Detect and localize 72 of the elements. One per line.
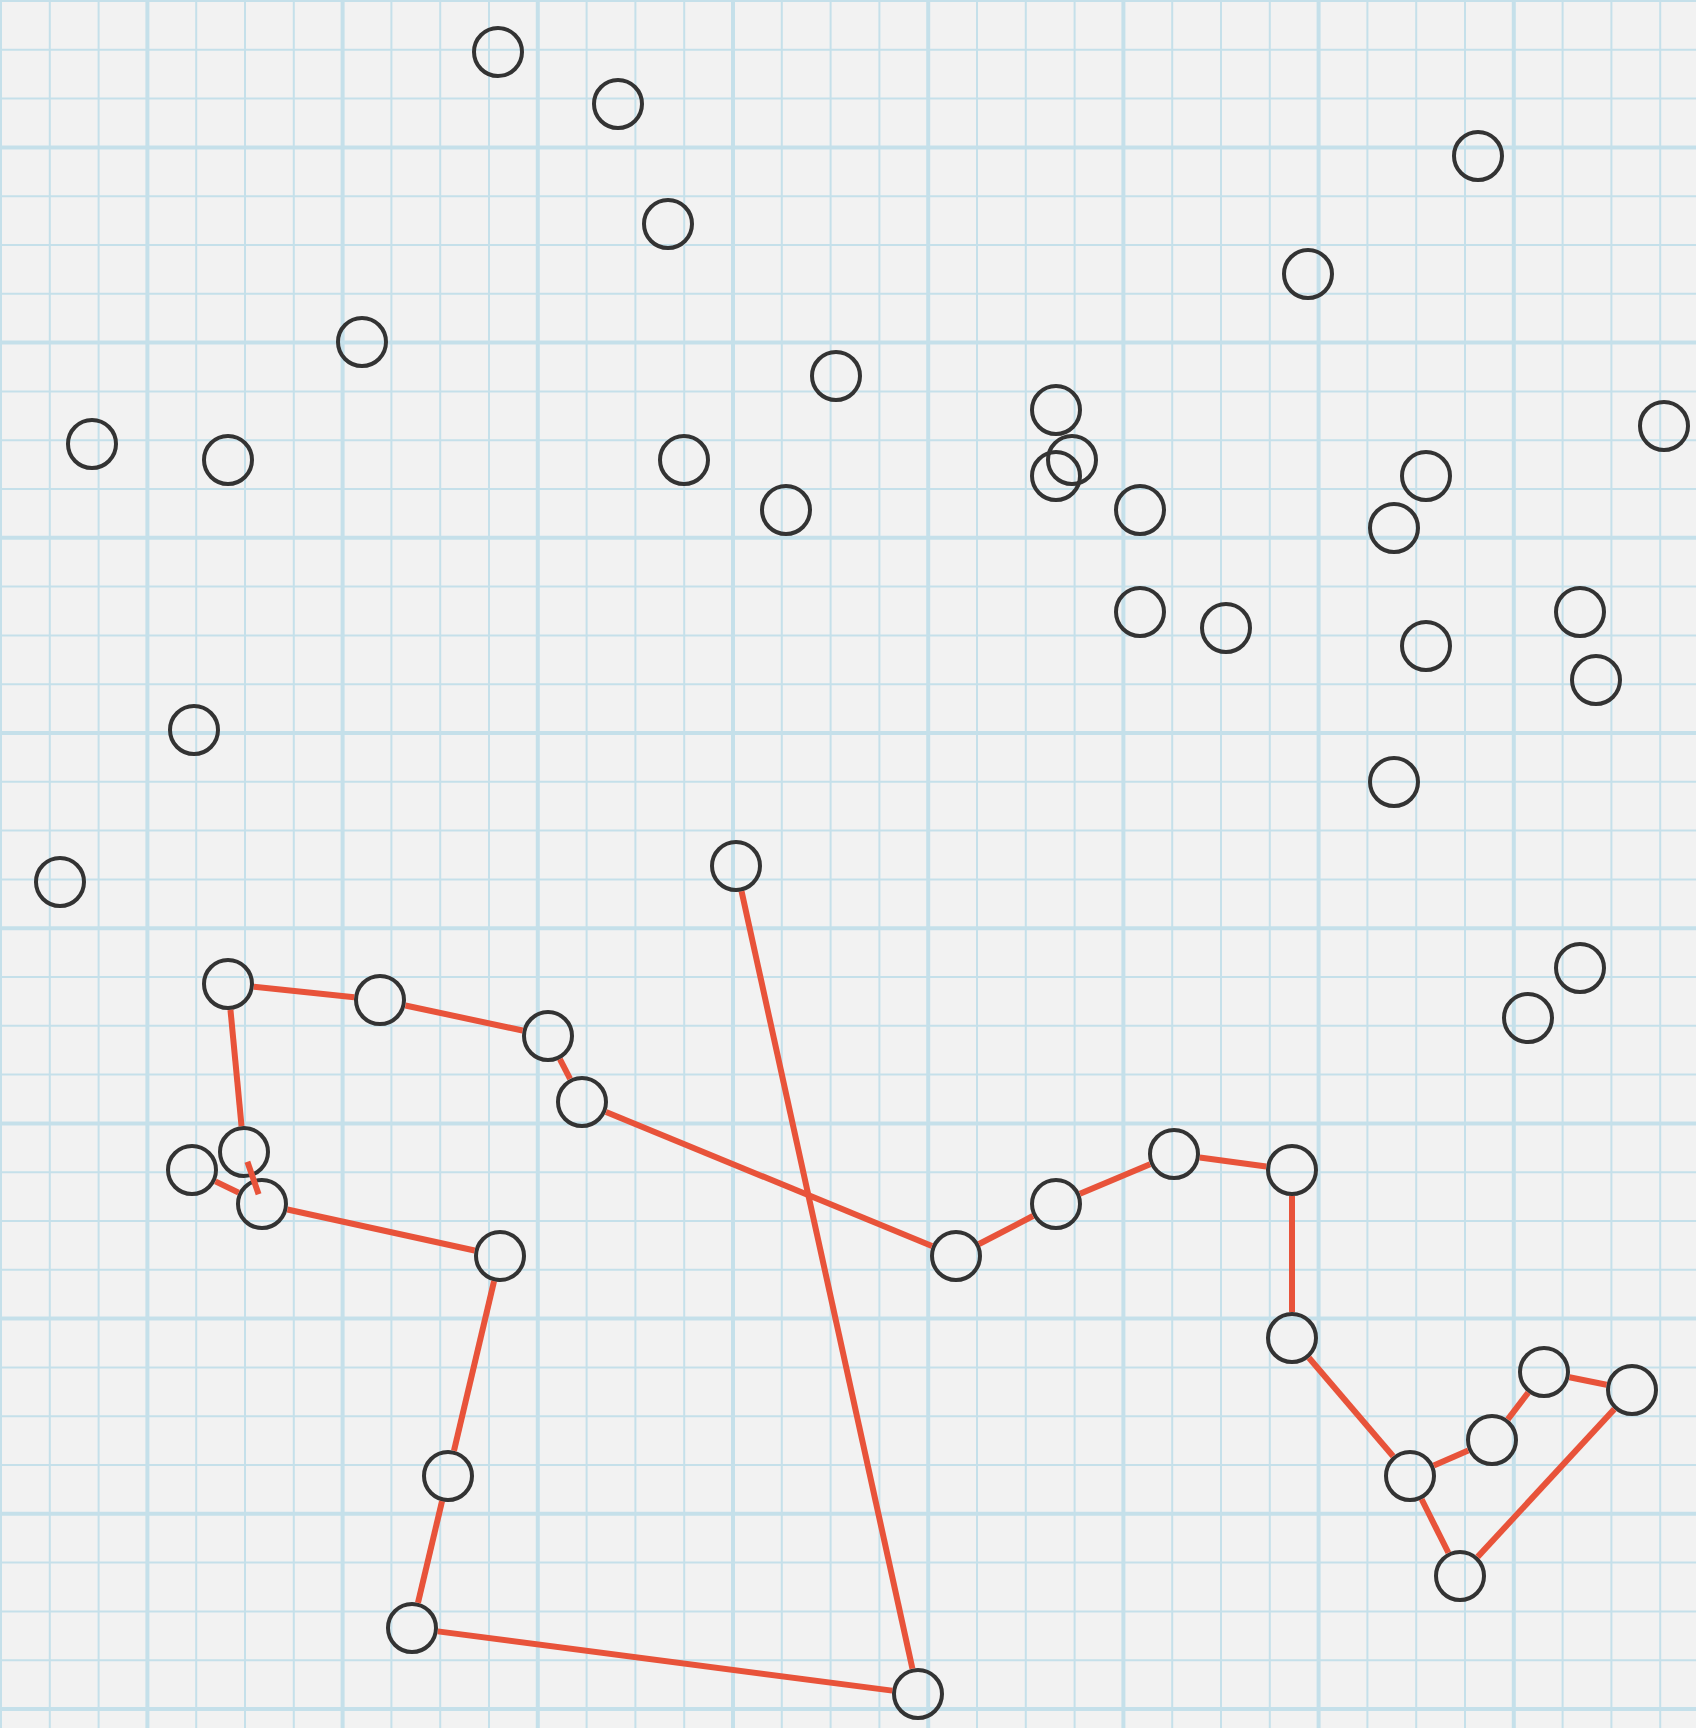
circle-node bbox=[930, 1230, 982, 1282]
circle-node bbox=[1554, 586, 1606, 638]
circle-node bbox=[1606, 1364, 1658, 1416]
circle-node bbox=[472, 26, 524, 78]
circle-node bbox=[354, 974, 406, 1026]
circle-node bbox=[202, 434, 254, 486]
circle-node bbox=[386, 1602, 438, 1654]
circle-node bbox=[1030, 450, 1082, 502]
circle-node bbox=[1114, 484, 1166, 536]
connector-line bbox=[977, 1213, 1035, 1247]
circle-node bbox=[34, 856, 86, 908]
circle-node bbox=[1400, 450, 1452, 502]
circle-node bbox=[66, 418, 118, 470]
circle-node bbox=[1434, 1550, 1486, 1602]
circle-node bbox=[1266, 1312, 1318, 1364]
circle-node bbox=[1452, 130, 1504, 182]
circle-node bbox=[202, 958, 254, 1010]
connector-line bbox=[1306, 1355, 1396, 1459]
circle-node bbox=[1554, 942, 1606, 994]
circle-node bbox=[1368, 756, 1420, 808]
connector-line bbox=[451, 1280, 497, 1452]
connector-line bbox=[415, 1500, 445, 1604]
connector-line bbox=[1505, 1390, 1531, 1422]
circle-node bbox=[556, 1076, 608, 1128]
connector-line bbox=[286, 1206, 476, 1254]
connector-line bbox=[214, 1178, 240, 1196]
circle-node bbox=[1400, 620, 1452, 672]
connector-line bbox=[1432, 1447, 1470, 1469]
circle-node bbox=[1148, 1128, 1200, 1180]
circle-node bbox=[1502, 992, 1554, 1044]
circle-node bbox=[1518, 1346, 1570, 1398]
connector-line bbox=[404, 1002, 524, 1034]
circle-node bbox=[1200, 602, 1252, 654]
connector-line bbox=[1078, 1161, 1152, 1197]
circle-node bbox=[1030, 1178, 1082, 1230]
circle-node bbox=[760, 484, 812, 536]
connector-line bbox=[1289, 1196, 1295, 1312]
circle-node bbox=[1384, 1450, 1436, 1502]
circle-node bbox=[236, 1178, 288, 1230]
connector-line bbox=[1418, 1497, 1452, 1555]
circle-node bbox=[1368, 502, 1420, 554]
connector-line bbox=[738, 890, 916, 1670]
circle-node bbox=[658, 434, 710, 486]
circle-node bbox=[592, 78, 644, 130]
circle-node bbox=[1282, 248, 1334, 300]
circle-node bbox=[474, 1230, 526, 1282]
connector-line bbox=[557, 1057, 573, 1081]
circle-node bbox=[642, 198, 694, 250]
circle-node bbox=[1266, 1144, 1318, 1196]
circle-node bbox=[522, 1010, 574, 1062]
circle-node bbox=[1466, 1414, 1518, 1466]
circle-node bbox=[218, 1126, 270, 1178]
connector-line bbox=[253, 983, 355, 1001]
circle-node bbox=[1114, 586, 1166, 638]
connector-line bbox=[1475, 1407, 1617, 1559]
circle-node bbox=[1638, 400, 1690, 452]
circle-node bbox=[710, 840, 762, 892]
circle-node bbox=[892, 1668, 944, 1720]
circle-node bbox=[168, 704, 220, 756]
connector-line bbox=[1199, 1154, 1267, 1170]
circle-node bbox=[1030, 384, 1082, 436]
connector-line bbox=[227, 1009, 245, 1127]
circle-node bbox=[810, 350, 862, 402]
circle-node bbox=[166, 1144, 218, 1196]
circle-node bbox=[336, 316, 388, 368]
connector-line bbox=[604, 1109, 934, 1249]
connector-line bbox=[244, 1160, 262, 1196]
circle-node bbox=[1570, 654, 1622, 706]
circle-node bbox=[1046, 434, 1098, 486]
connector-line bbox=[437, 1628, 893, 1694]
connector-line bbox=[1568, 1374, 1608, 1388]
circle-node bbox=[422, 1450, 474, 1502]
